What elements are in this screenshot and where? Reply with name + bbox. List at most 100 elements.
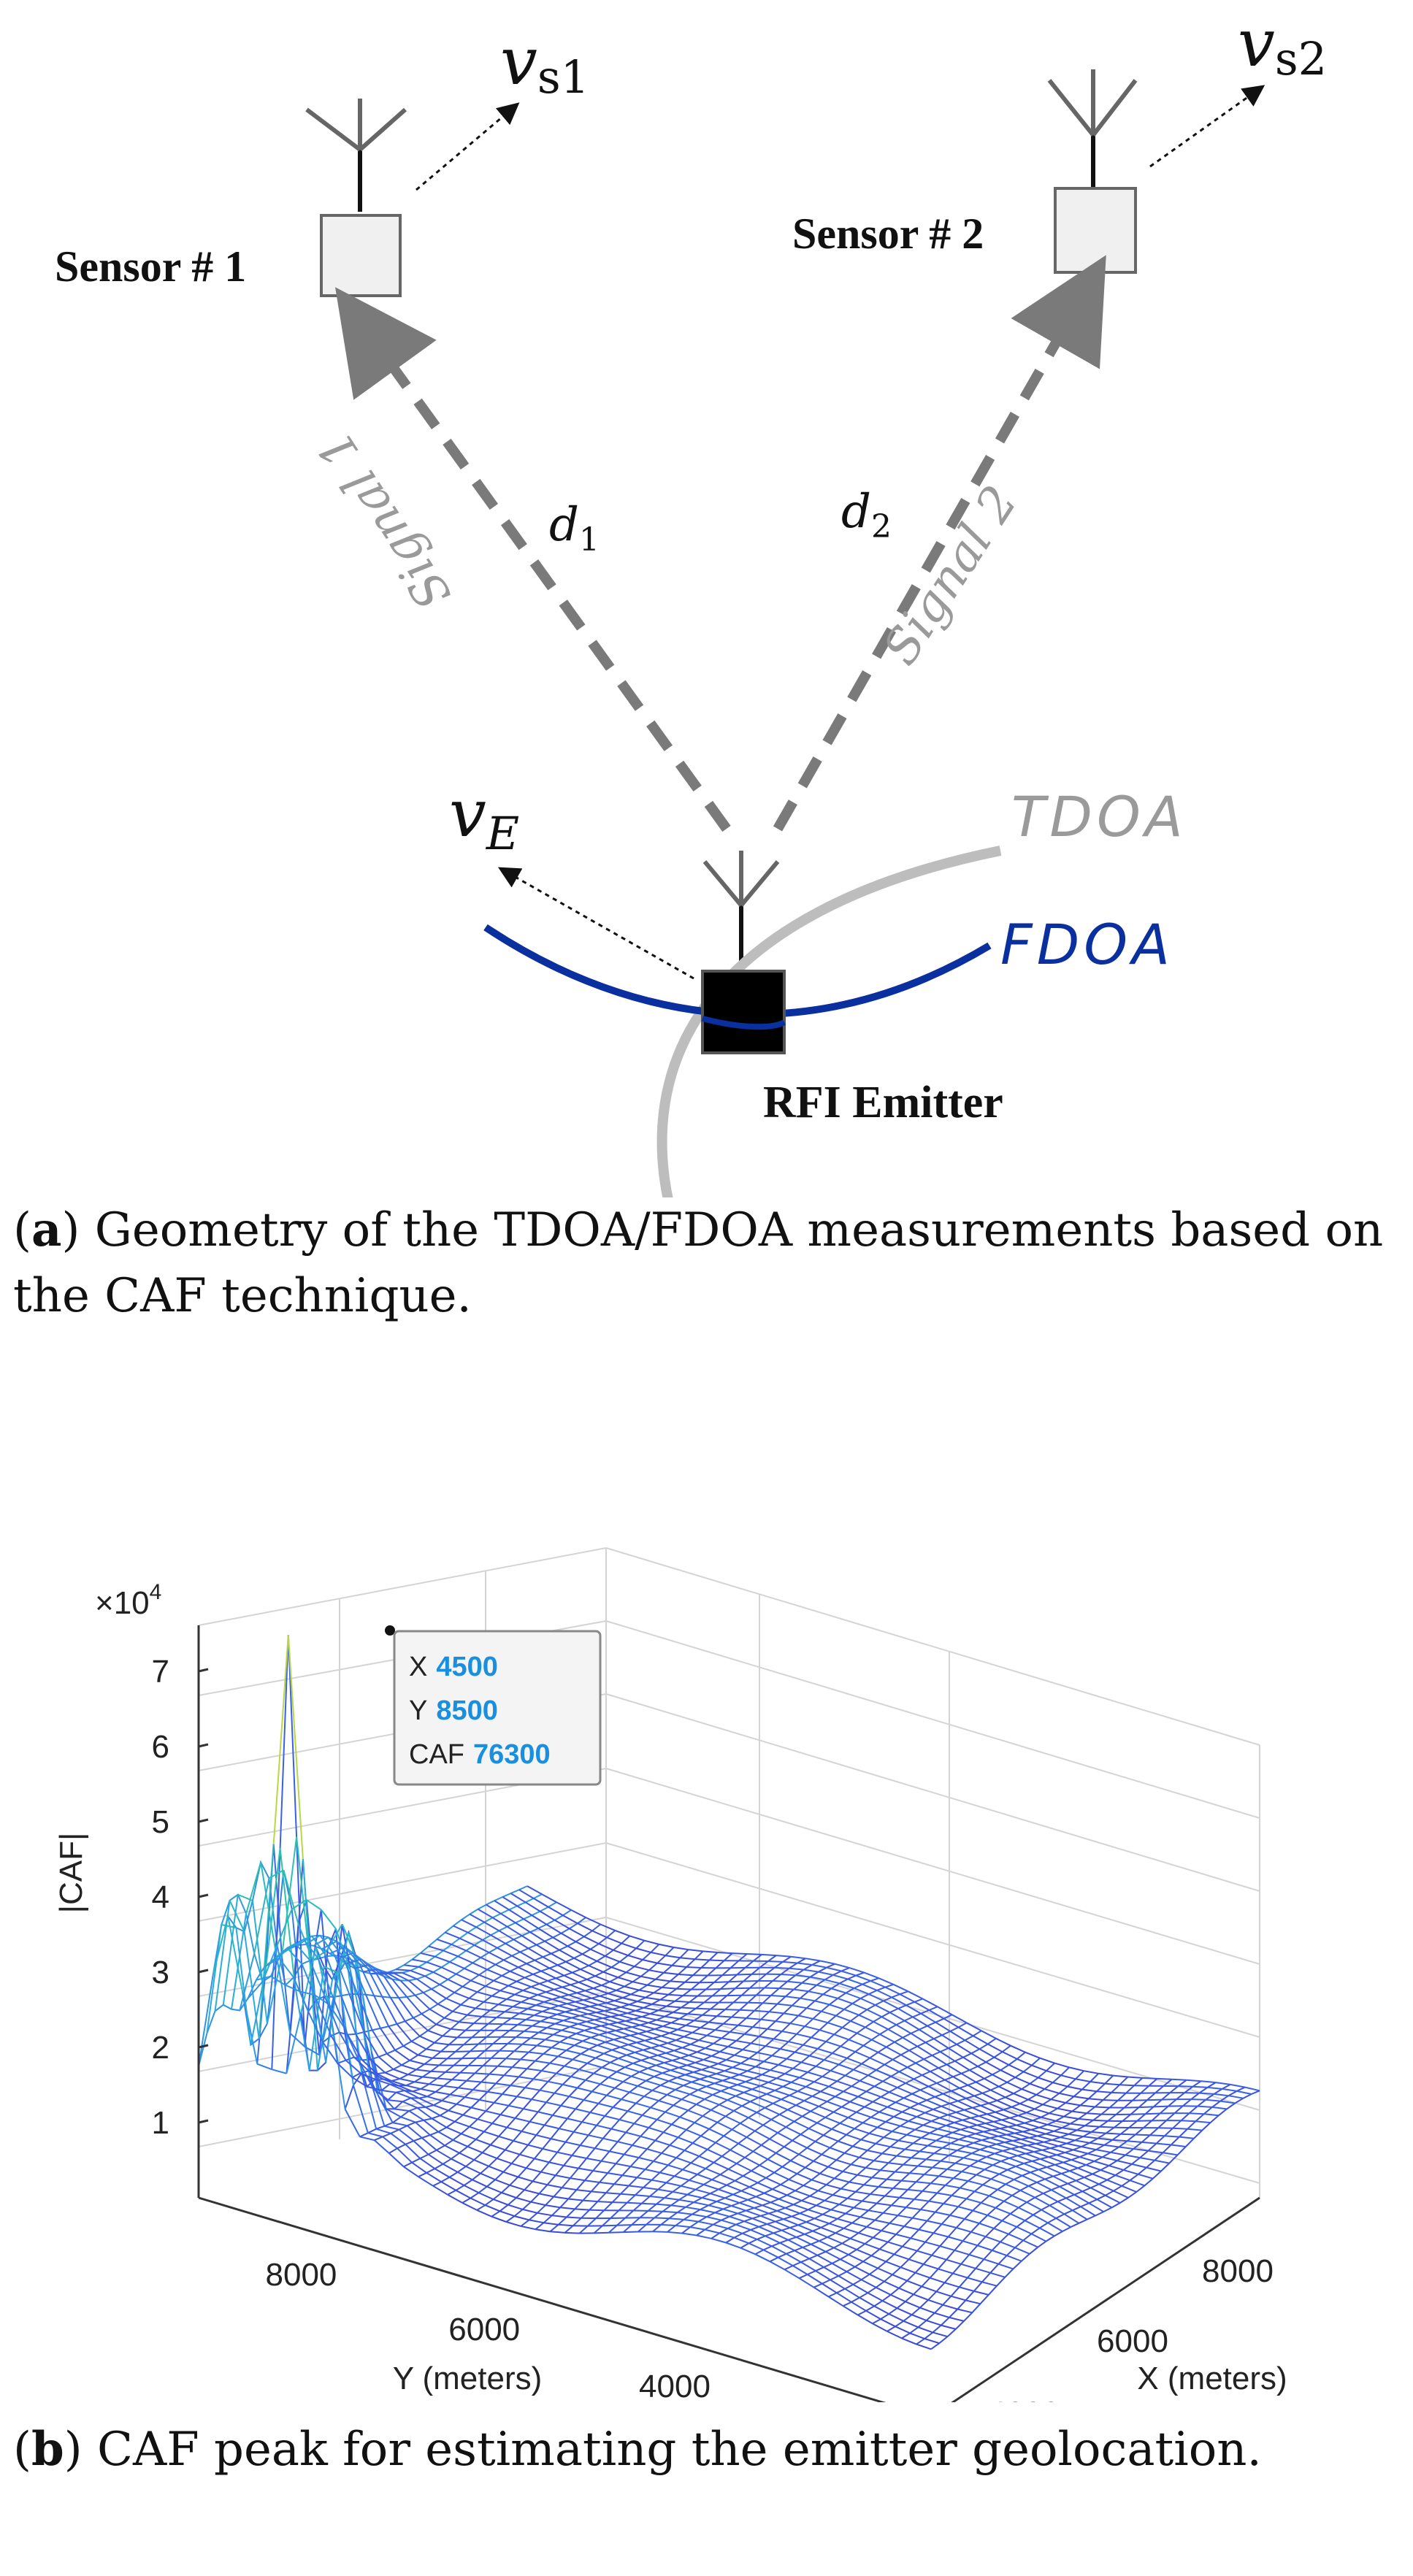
surface-mesh-line [779, 2242, 795, 2252]
surface-mesh-line [654, 1992, 669, 1996]
surface-mesh-line [732, 2193, 748, 2201]
surface-mesh-line [957, 2308, 973, 2314]
surface-mesh-line [857, 2314, 873, 2325]
surface-mesh-line [810, 1976, 825, 1981]
surface-mesh-line [589, 2048, 605, 2055]
surface-mesh-line [667, 2231, 683, 2234]
surface-mesh-line [715, 2142, 731, 2151]
surface-mesh-line [540, 1970, 556, 1979]
surface-mesh-line [402, 2101, 418, 2109]
surface-mesh-line [635, 2102, 651, 2109]
caf-surface-mesh [198, 1635, 1260, 2350]
surface-mesh-line [429, 2134, 445, 2147]
surface-mesh-line [686, 2064, 702, 2071]
surface-mesh-line [613, 2183, 629, 2187]
surface-mesh-line [1103, 2099, 1118, 2101]
surface-mesh-line [399, 2078, 415, 2083]
peak-marker[interactable] [385, 1625, 395, 1636]
surface-mesh-line [813, 2017, 828, 2024]
surface-mesh-line [742, 2232, 758, 2240]
surface-mesh-line [855, 2190, 870, 2195]
surface-mesh-line [786, 2194, 803, 2201]
surface-mesh-line [766, 2093, 782, 2101]
surface-mesh-line [994, 2056, 1009, 2066]
surface-mesh-line [931, 2254, 947, 2261]
surface-mesh-line [857, 2174, 873, 2179]
surface-mesh-line [516, 2036, 531, 2039]
surface-mesh-line [617, 2141, 633, 2146]
surface-mesh-line [805, 2221, 822, 2228]
surface-mesh-line [310, 1974, 327, 2063]
surface-mesh-line [1016, 2124, 1032, 2131]
surface-mesh-line [995, 2111, 1011, 2119]
surface-mesh-line [641, 2016, 657, 2021]
surface-mesh-line [480, 1957, 496, 1966]
surface-mesh-line [923, 2058, 939, 2069]
surface-mesh-line [949, 2316, 965, 2322]
surface-mesh-line [794, 2120, 810, 2130]
surface-mesh-line [821, 2153, 837, 2161]
surface-mesh-line [629, 2034, 646, 2042]
surface-mesh-line [794, 2250, 810, 2260]
surface-mesh-line [643, 2096, 659, 2101]
surface-mesh-line [724, 2070, 740, 2076]
surface-mesh-line [576, 1992, 592, 1999]
surface-mesh-line [1195, 2120, 1211, 2124]
surface-mesh-line [755, 2066, 771, 2071]
surface-mesh-line [506, 2126, 522, 2132]
surface-mesh-line [410, 2097, 426, 2108]
surface-mesh-line [506, 2221, 521, 2227]
surface-mesh-line [778, 2256, 794, 2266]
surface-mesh-line [1051, 2189, 1067, 2199]
surface-mesh-line [516, 2197, 532, 2203]
y-tick-label: 6000 [448, 2312, 520, 2347]
surface-mesh-line [783, 2218, 799, 2226]
surface-mesh-line [616, 2071, 632, 2077]
surface-mesh-line [1131, 2163, 1147, 2169]
surface-mesh-line [897, 2008, 914, 2018]
surface-mesh-line [276, 1909, 293, 1946]
surface-mesh-line [568, 2198, 583, 2201]
surface-mesh-line [529, 2219, 544, 2224]
surface-mesh-line [916, 2181, 931, 2185]
surface-mesh-line [734, 2054, 750, 2060]
surface-mesh-line [679, 2116, 695, 2124]
surface-mesh-line [716, 2121, 732, 2131]
surface-mesh-line [789, 1967, 804, 1971]
surface-mesh-line [787, 1980, 803, 1984]
surface-mesh-line [736, 2163, 752, 2171]
surface-mesh-line [681, 2185, 696, 2190]
surface-mesh-line [1028, 2185, 1044, 2194]
surface-mesh-line [364, 1994, 381, 2029]
surface-mesh-line [818, 1971, 834, 1976]
surface-mesh-line [755, 2196, 771, 2204]
surface-mesh-line [677, 2212, 692, 2215]
surface-mesh-line [939, 2245, 955, 2251]
surface-mesh-line [874, 2219, 890, 2224]
surface-mesh-line [840, 2258, 856, 2268]
surface-mesh-line [828, 2296, 844, 2307]
surface-mesh-line [503, 1959, 519, 1969]
surface-mesh-line [993, 2120, 1008, 2128]
surface-mesh-line [826, 2184, 841, 2190]
surface-mesh-line [525, 2019, 541, 2023]
surface-mesh-line [1092, 2119, 1108, 2122]
surface-mesh-line [743, 1980, 759, 1982]
surface-mesh-line [843, 2090, 859, 2098]
surface-mesh-line [1046, 2166, 1062, 2174]
surface-mesh-line [981, 2281, 997, 2287]
surface-mesh-line [870, 2116, 887, 2123]
surface-mesh-line [593, 1987, 608, 1995]
surface-mesh-line [862, 1983, 878, 1991]
emitter-box [701, 970, 786, 1054]
surface-mesh-line [473, 2023, 489, 2025]
surface-mesh-line [448, 2109, 464, 2116]
surface-mesh-line [737, 2084, 753, 2090]
surface-mesh-line [1135, 2134, 1150, 2136]
z-tick-label: 7 [152, 1654, 169, 1690]
surface-mesh-line [1034, 2196, 1050, 2207]
surface-mesh-line [899, 1993, 915, 2003]
surface-mesh-line [838, 2063, 854, 2071]
